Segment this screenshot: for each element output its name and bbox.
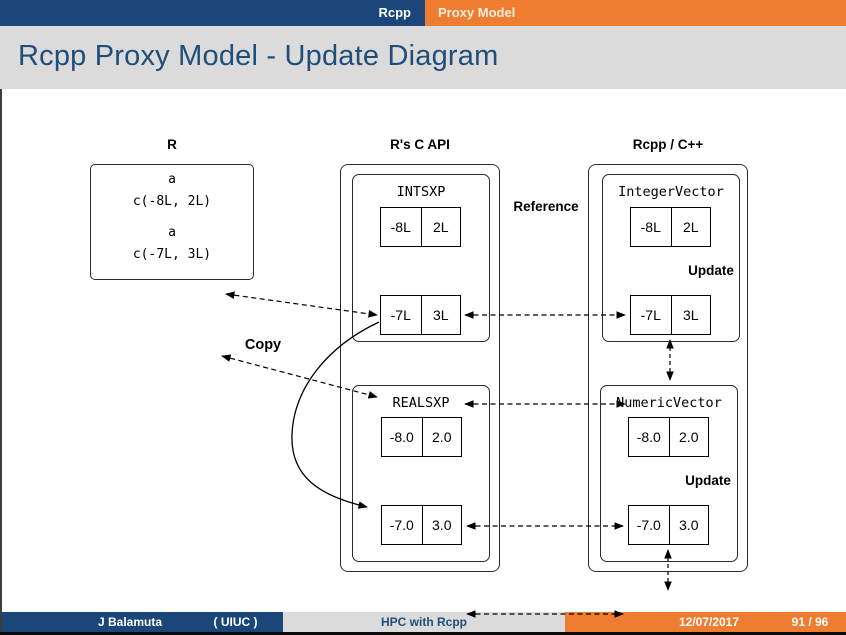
r-var-name-2: a xyxy=(168,225,176,240)
memory-cell: 3L xyxy=(420,296,461,334)
realsxp-row-1: -8.0 2.0 xyxy=(381,417,462,457)
column-heading-rcpp: Rcpp / C++ xyxy=(632,137,704,152)
memory-cell: -7L xyxy=(390,307,411,323)
numericvector-row-2: -7.0 3.0 xyxy=(628,505,709,545)
memory-cell: 3L xyxy=(670,296,711,334)
update-label-numericvector: Update xyxy=(685,473,731,488)
memory-cell: 3.0 xyxy=(668,506,709,544)
memory-cell: 3.0 xyxy=(421,506,462,544)
memory-cell: -8L xyxy=(640,219,661,235)
r-value-2: c(-7L, 3L) xyxy=(132,247,212,262)
column-heading-r: R xyxy=(167,137,177,152)
intsxp-row-2: -7L 3L xyxy=(380,295,461,335)
intsxp-row-1: -8L 2L xyxy=(380,207,461,247)
footer-author: J Balamuta xyxy=(97,615,163,629)
integervector-label: IntegerVector xyxy=(618,184,724,200)
integervector-row-1: -8L 2L xyxy=(630,207,711,247)
column-heading-c-api: R's C API xyxy=(390,137,450,152)
memory-cell: 2.0 xyxy=(668,418,709,456)
page-title: Rcpp Proxy Model - Update Diagram xyxy=(18,40,499,72)
numericvector-label: NumericVector xyxy=(616,395,722,411)
memory-cell: -8.0 xyxy=(636,429,661,445)
memory-cell: 2L xyxy=(670,208,711,246)
diagram-canvas: R R's C API Rcpp / C++ a c(-8L, 2L) a c(… xyxy=(0,89,846,618)
slide-bottom-strip xyxy=(0,632,846,635)
memory-cell: -7.0 xyxy=(636,517,661,533)
r-value-1: c(-8L, 2L) xyxy=(132,194,212,209)
intsxp-label: INTSXP xyxy=(396,184,446,200)
update-label-integervector: Update xyxy=(688,263,734,278)
copy-label: Copy xyxy=(244,337,282,353)
r-object-box: a c(-8L, 2L) a c(-7L, 3L) xyxy=(90,164,254,280)
footer-institution: ( UIUC ) xyxy=(213,615,258,629)
memory-cell: -8.0 xyxy=(389,429,414,445)
footer-author-segment: J Balamuta ( UIUC ) xyxy=(0,612,283,632)
memory-cell: -7L xyxy=(640,307,661,323)
memory-cell: -8L xyxy=(390,219,411,235)
numericvector-row-1: -8.0 2.0 xyxy=(628,417,709,457)
footer-bar: J Balamuta ( UIUC ) HPC with Rcpp 12/07/… xyxy=(0,612,846,632)
memory-cell: 2L xyxy=(420,208,461,246)
realsxp-row-2: -7.0 3.0 xyxy=(381,505,462,545)
tab-subsection-proxy-model[interactable]: Proxy Model xyxy=(425,0,846,26)
footer-date-segment: 12/07/2017 91 / 96 xyxy=(565,612,846,632)
slide-left-border xyxy=(0,89,2,632)
integervector-row-2: -7L 3L xyxy=(630,295,711,335)
footer-short-title: HPC with Rcpp xyxy=(283,612,565,632)
reference-label: Reference xyxy=(513,199,579,214)
memory-cell: 2.0 xyxy=(421,418,462,456)
footer-date: 12/07/2017 xyxy=(678,615,740,629)
tab-subsection-label: Proxy Model xyxy=(438,5,516,20)
footer-frame-number: 91 / 96 xyxy=(791,615,829,629)
tab-section-rcpp[interactable]: Rcpp xyxy=(0,0,425,26)
slide-title-bar: Rcpp Proxy Model - Update Diagram xyxy=(0,26,846,89)
memory-cell: -7.0 xyxy=(389,517,414,533)
navigation-bar: Rcpp Proxy Model xyxy=(0,0,846,26)
realsxp-label: REALSXP xyxy=(392,395,450,411)
r-var-name-1: a xyxy=(168,172,176,187)
tab-section-label: Rcpp xyxy=(378,5,412,20)
